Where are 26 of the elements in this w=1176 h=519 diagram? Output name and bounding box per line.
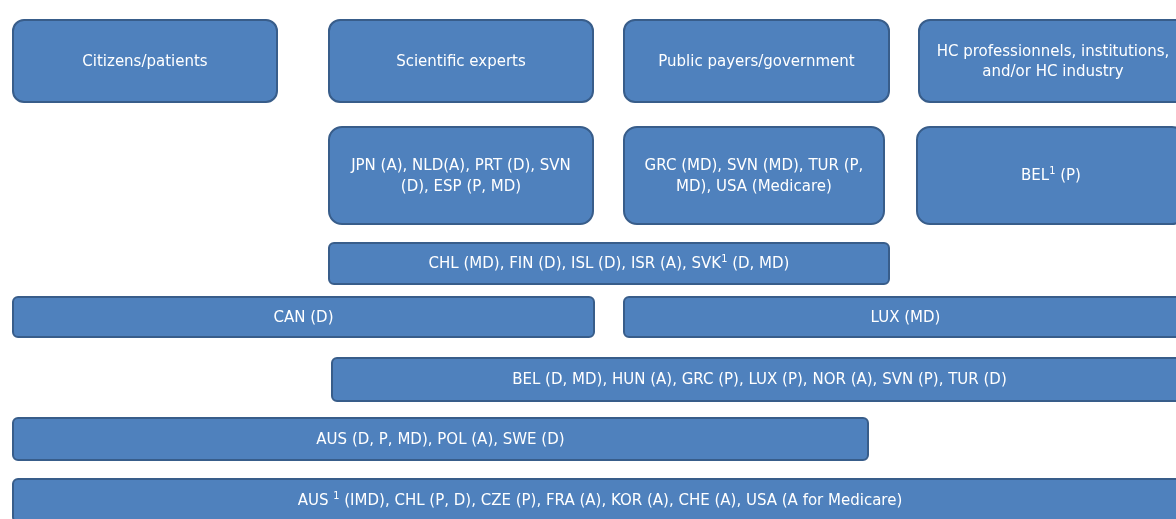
- column-heading: Public payers/government: [658, 50, 855, 72]
- country-list: BEL (D, MD), HUN (A), GRC (P), LUX (P), NOR (A), SVN (P), TUR (D): [512, 369, 1007, 390]
- country-list: AUS (D, P, MD), POL (A), SWE (D): [316, 428, 565, 450]
- category-box: [623, 126, 885, 225]
- category-box: [328, 126, 594, 225]
- category-box: [12, 296, 595, 338]
- category-box: [916, 126, 1176, 225]
- country-list: GRC (MD), SVN (MD), TUR (P, MD), USA (Medicare): [639, 155, 869, 196]
- country-list: BEL$^{1}$ (P): [1021, 165, 1081, 186]
- category-box: [623, 19, 890, 103]
- category-box: [328, 19, 594, 103]
- column-heading: HC professionnels, institutions, and/or HC industry: [935, 40, 1171, 82]
- country-list: CAN (D): [273, 306, 334, 328]
- category-box: [12, 417, 869, 461]
- category-box: [12, 19, 278, 103]
- country-list: LUX (MD): [870, 306, 941, 328]
- category-box: [623, 296, 1176, 338]
- country-list: CHL (MD), FIN (D), ISL (D), ISR (A), SVK$^{1}$ (D, MD): [428, 253, 790, 274]
- category-box: [12, 478, 1176, 519]
- category-box: [328, 242, 890, 285]
- column-heading: Scientific experts: [396, 50, 526, 72]
- country-list: AUS $^{1}$ (IMD), CHL (P, D), CZE (P), FRA (A), KOR (A), CHE (A), USA (A for Medicare): [297, 490, 903, 511]
- category-box: [331, 357, 1176, 402]
- country-list: JPN (A), NLD(A), PRT (D), SVN (D), ESP (P, MD): [344, 155, 578, 196]
- column-heading: Citizens/patients: [82, 50, 208, 72]
- category-box: [918, 19, 1176, 103]
